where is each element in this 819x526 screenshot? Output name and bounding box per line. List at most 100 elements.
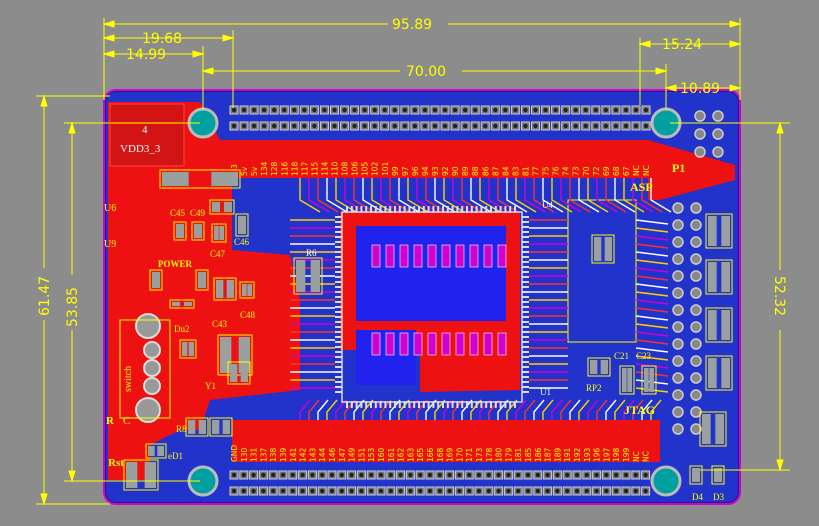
header-pin-hole [378,488,384,494]
component-outline [123,459,159,491]
component-outline [179,339,197,359]
cpu-pin [335,306,342,308]
trace [635,323,669,329]
header-pin-hole [310,472,315,478]
switch-pad [135,397,161,423]
header-pin-hole [251,488,256,494]
cpu-pin [379,206,382,213]
component-outline [149,269,163,291]
label-y1: Y1 [205,381,216,391]
cpu-pin [335,391,342,393]
component-outline [211,223,227,243]
component-pad [198,272,202,288]
cpu-pin [522,236,529,238]
cpu-pin [475,206,478,213]
header-pin-hole [583,123,588,129]
header-pin-hole [418,472,423,478]
component-pad [644,368,649,392]
trace [461,399,473,420]
header-pin-hole [603,123,609,129]
header-pin-hole [553,107,558,113]
cpu-pin [418,401,420,408]
cpu-pin [360,401,363,408]
top-header-pin-label: 77 [532,166,541,176]
label-c21: C21 [614,351,629,361]
decoupling-capacitor [469,244,479,268]
cpu-pin [499,401,502,408]
decoupling-capacitor [469,332,479,356]
top-header-pin-label: 115 [310,161,319,176]
header-pin-hole [322,107,327,113]
cpu-pin [346,206,348,213]
cpu-pin [514,206,516,213]
trace [605,399,617,420]
header-pin-hole [369,488,374,494]
trace [635,251,669,257]
component-pad [198,420,206,434]
label-c45: C45 [170,208,186,218]
cpu-pin [485,206,488,213]
right-pin-pad [690,423,702,435]
bottom-header-pin-label: 143 [308,447,317,462]
header-pin-hole [473,107,478,113]
header-pin-hole [261,488,266,494]
p1-pin-pad [712,110,724,122]
trace [434,399,446,420]
cpu-pin [522,311,529,313]
header-pin-hole [427,488,433,494]
component-outline [195,269,209,291]
top-header-pin-label: 117 [300,161,309,176]
dim-total-width: 95.89 [392,17,432,33]
cpu-pin [370,206,372,213]
trace [335,399,347,420]
top-header-pin-label: 94 [421,166,430,176]
cpu-pin [522,366,529,368]
cpu-pin [466,206,468,213]
cpu-pin [335,261,342,263]
component-outline [699,411,727,447]
component-outline [705,213,733,249]
header-pin-hole [372,107,377,113]
cpu-pin [522,351,529,353]
switch-pad [143,359,161,377]
cpu-pin [355,401,358,408]
header-pin-hole [402,107,408,113]
arrowhead [655,67,668,75]
right-pin-pad [672,338,684,350]
header-pin-hole [476,472,482,478]
dim-left-to-header: 19.68 [142,31,182,47]
top-header-pin-label: 69 [602,166,611,176]
header-pin-hole [271,472,276,478]
right-pin-pad [672,270,684,282]
trace [533,399,545,420]
cpu-pin [335,326,342,328]
cpu-pin [422,401,425,408]
header-pin-hole [633,107,639,113]
header-pin-hole [483,123,488,129]
component-pad [184,302,192,306]
cpu-pin [504,206,507,213]
cpu-pin [494,206,497,213]
top-header-pin-label: 93 [431,166,440,176]
cpu-pin [335,281,342,283]
top-header-pin-label: 114 [320,161,329,176]
component-pad [714,468,718,482]
bottom-header-pin-label: GND [230,445,239,462]
bottom-header-pin-label: 170 [455,447,464,462]
trace [317,178,339,213]
trace [578,178,600,213]
trace [299,178,321,213]
right-pin-column [672,110,724,435]
bottom-header-pin-label: 193 [583,447,592,462]
component-outline [705,307,733,343]
top-header-pin-label: 128 [270,161,279,176]
header-pin-hole [535,472,540,478]
cpu-pin [522,216,529,218]
switch-pads [119,313,171,423]
bottom-header-pin-label: 142 [299,447,308,462]
header-pin-hole [613,107,619,113]
bottom-header-pin-label: 162 [397,447,406,462]
header-pin-hole [251,107,257,113]
cpu-pin [408,401,411,408]
